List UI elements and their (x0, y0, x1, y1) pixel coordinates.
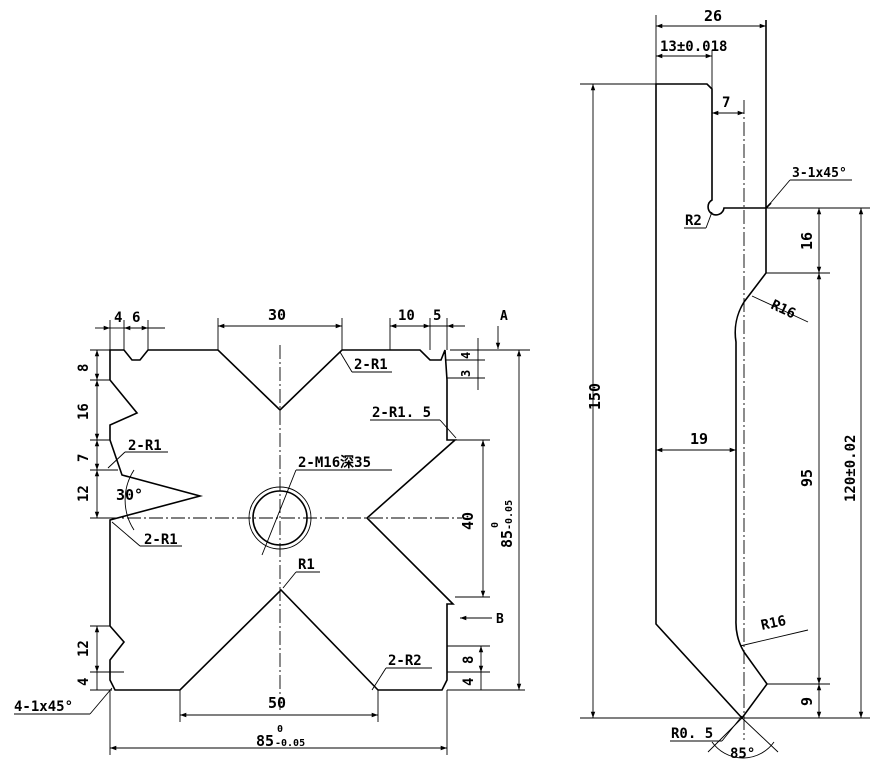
dim-95: 95 (798, 469, 816, 487)
dim-right-85-tol: 0 (490, 522, 501, 528)
leader (107, 451, 126, 469)
note-r1-top: 2-R1 (354, 357, 388, 373)
angle-arc (711, 741, 775, 759)
dim-4: 4 (459, 352, 473, 359)
dim-right-40: 40 (459, 512, 477, 530)
leader (282, 571, 297, 589)
dim-height-120: 120±0.02 (843, 435, 859, 502)
note-r2: R2 (685, 213, 702, 229)
leader (767, 179, 791, 207)
angle-85: 85° (730, 746, 755, 762)
angle-leg (741, 717, 779, 753)
dim-width-19: 19 (690, 430, 708, 448)
thread-hole-inner (252, 490, 308, 546)
dim-bottom-85-tol: 0 (277, 724, 283, 735)
dim-right-85-tol-lower: -0.05 (504, 500, 515, 530)
leader (339, 351, 353, 373)
note-chamfer-right: 3-1x45° (792, 166, 847, 181)
right-view: 26 13±0.018 7 150 19 R2 3-1x45° 16 9 (580, 7, 870, 762)
dim-top-10: 10 (398, 308, 415, 324)
dim-left-4: 4 (76, 678, 92, 686)
dim-top-4: 4 (114, 310, 122, 326)
note-r05: R0. 5 (671, 726, 713, 742)
dim-left-12-lower: 12 (76, 640, 92, 657)
note-r1-center: R1 (298, 557, 315, 573)
dim-3: 3 (459, 370, 473, 377)
dim-16: 16 (798, 232, 816, 250)
leader (111, 521, 141, 547)
dim-top-6: 6 (132, 310, 140, 326)
angle-30: 30° (116, 486, 143, 504)
leader (751, 295, 809, 323)
leader (371, 667, 387, 691)
datum-b: B (496, 612, 504, 627)
dim-left-16: 16 (76, 403, 92, 420)
dim-bottom-85-tol-lower: -0.05 (275, 738, 305, 749)
dim-left-7: 7 (76, 454, 92, 462)
dim-right-4: 4 (461, 678, 477, 686)
dim-right-8: 8 (461, 656, 477, 664)
leader (439, 419, 457, 439)
note-r2-bottom: 2-R2 (388, 653, 422, 669)
note-r16-upper: R16 (768, 297, 798, 322)
dim-bottom-85: 85 (256, 732, 274, 750)
datum-a: A (500, 309, 508, 324)
note-r1-left-lower: 2-R1 (144, 532, 178, 548)
note-thread: 2-M16深35 (298, 454, 371, 471)
angle-leg (707, 717, 743, 753)
left-part-outline (109, 349, 458, 691)
dim-left-8: 8 (76, 364, 92, 372)
dim-left-12-upper: 12 (76, 485, 92, 502)
note-chamfer: 4-1x45° (14, 699, 73, 715)
dim-top-30: 30 (268, 306, 286, 324)
dim-top-13: 13±0.018 (660, 39, 727, 55)
leader (705, 211, 713, 229)
note-r1-left-upper: 2-R1 (128, 438, 162, 454)
dim-height-150: 150 (586, 383, 604, 410)
right-part-outline (655, 83, 768, 720)
left-view: 4 6 30 10 5 A 4 3 8 16 7 12 12 4 (14, 306, 530, 755)
note-r1-5: 2-R1. 5 (372, 405, 431, 421)
leader (89, 687, 113, 715)
dim-top-26: 26 (704, 7, 722, 25)
dim-bottom-50: 50 (268, 694, 286, 712)
dim-right-85: 85 (498, 530, 516, 548)
leader (739, 629, 809, 647)
leader (261, 469, 297, 556)
thread-hole-outer (248, 486, 312, 550)
dim-top-5: 5 (433, 308, 441, 324)
angle-arc (124, 469, 135, 531)
dim-7: 7 (722, 95, 730, 111)
note-r16-lower: R16 (760, 613, 788, 634)
dim-9: 9 (798, 697, 816, 706)
